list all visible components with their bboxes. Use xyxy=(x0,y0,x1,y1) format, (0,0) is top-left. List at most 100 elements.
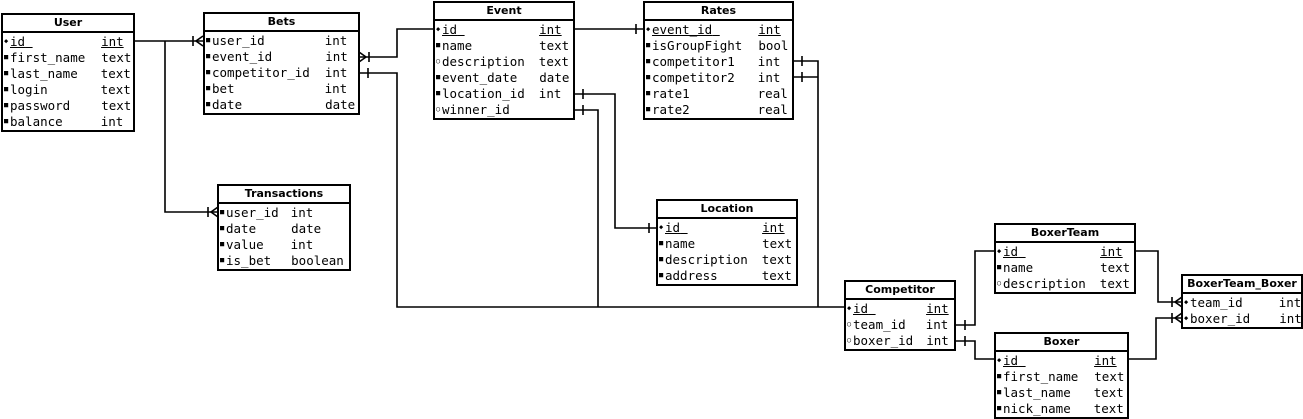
field-row[interactable]: ■login text xyxy=(3,82,133,98)
field-row[interactable]: ■competitor1 int xyxy=(645,54,792,70)
entity-bets[interactable]: Bets■user_id int■event_id int■competitor… xyxy=(203,12,360,115)
field-row[interactable]: ■name text xyxy=(996,260,1134,276)
field-name: name xyxy=(442,38,473,53)
field-gap xyxy=(1018,353,1094,369)
field-row[interactable]: ◆id int xyxy=(996,353,1127,369)
field-row[interactable]: ■date date xyxy=(219,221,349,237)
entity-user[interactable]: User◆id int■first_name text■last_name te… xyxy=(1,13,135,132)
field-row[interactable]: ○winner_id xyxy=(435,102,573,118)
field-row[interactable]: ■date date xyxy=(205,97,358,113)
field-key-icon: ◆ xyxy=(659,223,664,231)
field-gap xyxy=(712,22,758,38)
field-name: description xyxy=(442,54,525,69)
field-row[interactable]: ■nick_name text xyxy=(996,401,1127,417)
field-row[interactable]: ○description text xyxy=(996,276,1134,292)
field-gap xyxy=(1078,369,1094,385)
field-type: bool xyxy=(758,38,789,53)
field-gap xyxy=(63,114,101,130)
entity-boxer[interactable]: Boxer◆id int■first_name text■last_name t… xyxy=(994,332,1129,419)
field-gap xyxy=(310,65,325,81)
field-row[interactable]: ○team_id int xyxy=(846,317,954,333)
field-key-icon: ■ xyxy=(206,68,211,76)
entity-boxerteam[interactable]: BoxerTeam◆id int■name text○description t… xyxy=(994,223,1136,294)
field-row[interactable]: ■first_name text xyxy=(996,369,1127,385)
field-row[interactable]: ■value int xyxy=(219,237,349,253)
field-gap xyxy=(271,253,291,269)
rel-competitor-boxerteam xyxy=(955,250,995,326)
field-row[interactable]: ■location_id int xyxy=(435,86,573,102)
field-key-icon: ■ xyxy=(206,36,211,44)
entity-event[interactable]: Event◆id int■name text○description text■… xyxy=(433,1,575,120)
field-type: int xyxy=(757,70,781,85)
field-row[interactable]: ■description text xyxy=(658,252,796,268)
field-name: last_name xyxy=(10,66,78,81)
field-name: is_bet xyxy=(226,253,272,268)
field-key-icon: ■ xyxy=(4,117,9,125)
field-gap xyxy=(690,86,758,102)
field-row[interactable]: ◆boxer_id int xyxy=(1183,311,1302,327)
field-name: address xyxy=(665,268,718,283)
field-row[interactable]: ■competitor2 int xyxy=(645,70,792,86)
field-gap xyxy=(680,220,762,236)
field-row[interactable]: ■balance int xyxy=(3,114,133,130)
field-type: text xyxy=(1093,401,1124,416)
field-row[interactable]: ■bet int xyxy=(205,81,358,97)
field-row[interactable]: ○boxer_id int xyxy=(846,333,954,349)
field-name: login xyxy=(10,82,48,97)
crowfoot-bets-user xyxy=(192,35,204,47)
field-row[interactable]: ■password text xyxy=(3,98,133,114)
field-type: date xyxy=(291,221,322,236)
field-name: id xyxy=(1003,244,1019,259)
field-name: team_id xyxy=(1190,295,1243,310)
field-row[interactable]: ■competitor_id int xyxy=(205,65,358,81)
field-key-icon: ■ xyxy=(220,256,225,264)
field-row[interactable]: ■user_id int xyxy=(219,205,349,221)
field-name: team_id xyxy=(853,317,906,332)
field-name: isGroupFight xyxy=(652,38,743,53)
field-row[interactable]: ■address text xyxy=(658,268,796,284)
field-row[interactable]: ◆id int xyxy=(435,22,573,38)
entity-rates[interactable]: Rates◆event_id int■isGroupFight bool■com… xyxy=(643,1,794,120)
field-key-icon: ○ xyxy=(436,105,441,113)
field-row[interactable]: ■name text xyxy=(658,236,796,252)
field-key-icon: ■ xyxy=(206,52,211,60)
field-row[interactable]: ■is_bet boolean xyxy=(219,253,349,269)
field-row[interactable]: ◆id int xyxy=(658,220,796,236)
entity-boxerteam-boxer[interactable]: BoxerTeam_Boxer◆team_id int◆boxer_id int xyxy=(1181,274,1303,329)
field-row[interactable]: ◆team_id int xyxy=(1183,295,1301,311)
field-row[interactable]: ◆id int xyxy=(3,34,133,50)
entity-transactions[interactable]: Transactions■user_id int■date date■value… xyxy=(217,184,351,271)
entity-location[interactable]: Location◆id int■name text■description te… xyxy=(656,199,798,286)
field-row[interactable]: ○description text xyxy=(435,54,573,70)
field-row[interactable]: ◆id int xyxy=(846,301,954,317)
field-row[interactable]: ■user_id int xyxy=(205,33,358,49)
field-row[interactable]: ■event_date date xyxy=(435,70,573,86)
field-gap xyxy=(517,70,539,86)
field-row[interactable]: ◆id int xyxy=(996,244,1134,260)
rel-event-bets xyxy=(359,28,433,58)
field-row[interactable]: ■last_name text xyxy=(996,385,1127,401)
entity-competitor[interactable]: Competitor◆id int○team_id int○boxer_id i… xyxy=(844,280,956,351)
field-row[interactable]: ■name text xyxy=(435,38,573,54)
field-type: text xyxy=(101,50,132,65)
field-name: competitor_id xyxy=(212,65,310,80)
field-key-icon: ◆ xyxy=(436,25,441,33)
field-row[interactable]: ■event_id int xyxy=(205,49,358,65)
field-row[interactable]: ■isGroupFight bool xyxy=(645,38,792,54)
field-row[interactable]: ◆event_id int xyxy=(645,22,792,38)
field-row[interactable]: ■last_name text xyxy=(3,66,133,82)
field-type: text xyxy=(101,98,132,113)
crowfoot-link-team xyxy=(1171,296,1183,308)
rel-event-location xyxy=(574,93,656,229)
field-gap xyxy=(235,81,325,97)
field-name: balance xyxy=(10,114,63,129)
entity-title: BoxerTeam xyxy=(996,225,1134,243)
field-key-icon: ■ xyxy=(436,73,441,81)
field-gap xyxy=(735,54,758,70)
field-row[interactable]: ■rate1 real xyxy=(645,86,792,102)
field-name: bet xyxy=(212,81,235,96)
field-row[interactable]: ■first_name text xyxy=(3,50,133,66)
field-row[interactable]: ■rate2 real xyxy=(645,102,792,118)
rel-bets-competitor xyxy=(359,72,845,308)
